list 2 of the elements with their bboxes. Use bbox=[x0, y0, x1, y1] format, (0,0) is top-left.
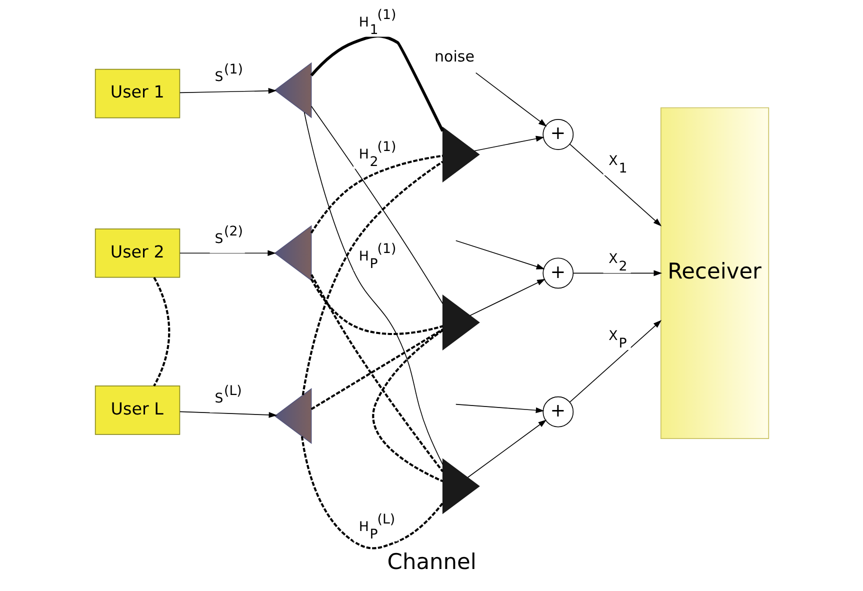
caption: Channel bbox=[386, 550, 476, 576]
node-text: noise bbox=[434, 47, 474, 66]
